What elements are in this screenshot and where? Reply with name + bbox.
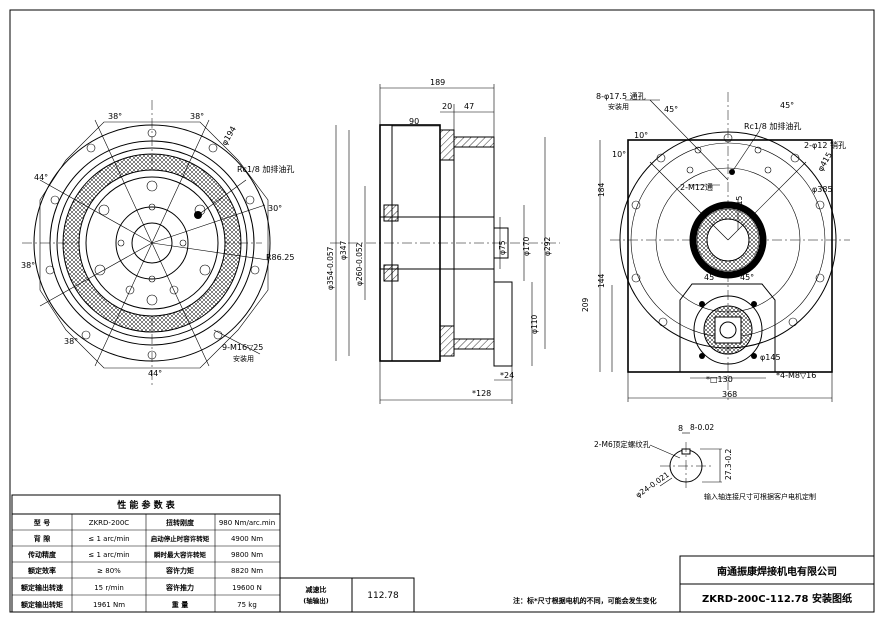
drawing-title: ZKRD-200C-112.78 安装图纸 — [702, 592, 852, 605]
table-row: 额定效率 ≥ 80% 容许力矩 8820 Nm — [27, 566, 263, 575]
side-dim-189: 189 — [430, 78, 445, 87]
table-cell: 传动精度 — [27, 550, 57, 559]
back-view — [599, 92, 850, 402]
table-cell: 启动停止时容许转矩 — [151, 534, 210, 543]
back-dim-145: φ145 — [760, 353, 781, 362]
back-dim-115: 115 — [735, 195, 744, 210]
side-dim-292: φ292 — [543, 237, 552, 256]
front-angle-4: 38° — [21, 261, 35, 270]
side-dim-110: φ110 — [530, 315, 539, 334]
table-row: 传动精度 ≤ 1 arc/min 瞬时最大容许转矩 9800 Nm — [27, 550, 263, 559]
side-dim-75: φ75 — [498, 240, 507, 255]
sheet-border — [9, 9, 875, 613]
back-dim-184: 184 — [597, 182, 606, 197]
table-cell: 9800 Nm — [231, 551, 263, 559]
params-table-grid — [11, 494, 875, 613]
front-rc-note: Rc1/8 加排油孔 — [237, 164, 294, 174]
back-dim-368: 368 — [722, 390, 737, 399]
table-cell: 容许推力 — [165, 583, 194, 592]
front-angle-7: 30° — [268, 204, 282, 213]
front-angle-3: 44° — [34, 173, 48, 182]
table-row: 额定输出转速 15 r/min 容许推力 19600 N — [20, 583, 262, 592]
side-view — [330, 84, 560, 404]
side-dim-47: 47 — [464, 102, 474, 111]
table-cell: 980 Nm/arc.min — [219, 519, 275, 527]
table-cell: 容许力矩 — [165, 566, 194, 575]
table-cell: 扭转刚度 — [166, 518, 195, 527]
params-table-title: 性 能 参 数 表 — [117, 499, 176, 511]
front-view — [22, 100, 271, 385]
shaft-screw-holes: 2-M6顶定螺纹孔 — [594, 439, 651, 449]
table-cell: ZKRD-200C — [89, 519, 130, 527]
side-dim-128: *128 — [472, 389, 491, 398]
back-holes-label: 8-φ17.5 通孔 — [596, 91, 646, 101]
shaft-dim-27: 27.3-0.2 — [724, 448, 733, 480]
table-cell: 额定输出转矩 — [20, 600, 63, 609]
table-cell: 瞬时最大容许转矩 — [154, 550, 207, 559]
table-cell: 19600 N — [232, 584, 262, 592]
table-cell: 1961 Nm — [93, 601, 125, 609]
side-dim-20: 20 — [442, 102, 452, 111]
back-dim-144: 144 — [597, 273, 606, 288]
side-dim-90: 90 — [409, 117, 419, 126]
side-dim-24: *24 — [500, 371, 514, 380]
table-cell: 8820 Nm — [231, 567, 263, 575]
front-angle-1: 38° — [108, 112, 122, 121]
shaft-key-tol: 8-0.02 — [690, 423, 714, 432]
back-angle-45-mid1: 45° — [704, 273, 718, 282]
front-holes-note: 安装用 — [233, 354, 254, 363]
shaft-key-width: 8 — [678, 424, 683, 433]
table-cell: ≤ 1 arc/min — [88, 535, 129, 543]
table-cell: 背 隙 — [34, 534, 50, 543]
table-row: 背 隙 ≤ 1 arc/min 启动停止时容许转矩 4900 Nm — [34, 534, 263, 543]
back-angle-10a: 10° — [634, 131, 648, 140]
front-holes-label: 9-M16▽25 — [222, 343, 263, 352]
back-dim-385: φ385 — [812, 185, 833, 194]
front-dim-r86: R86.25 — [266, 253, 294, 262]
table-cell: 型 号 — [34, 518, 50, 527]
back-holes-note: 安装用 — [608, 102, 629, 111]
ratio-label: 减速比 — [306, 585, 327, 594]
ratio-value: 112.78 — [367, 591, 399, 601]
front-angle-2: 38° — [190, 112, 204, 121]
side-dim-260: φ260-0.052 — [355, 242, 364, 286]
table-cell: 4900 Nm — [231, 535, 263, 543]
table-cell: ≤ 1 arc/min — [88, 551, 129, 559]
table-row: 型 号 ZKRD-200C 扭转刚度 980 Nm/arc.min — [34, 518, 275, 527]
table-cell: ≥ 80% — [97, 567, 121, 575]
params-table-body: 型 号 ZKRD-200C 扭转刚度 980 Nm/arc.min 背 隙 ≤ … — [20, 518, 275, 609]
back-angle-10b: 10° — [612, 150, 626, 159]
front-angle-6: 44° — [148, 369, 162, 378]
table-row: 额定输出转矩 1961 Nm 重 量 75 kg — [20, 600, 257, 609]
company-name: 南通振康焊接机电有限公司 — [717, 565, 837, 578]
back-dim-130: *□130 — [706, 375, 733, 384]
shaft-note: 输入轴连接尺寸可根据客户电机定制 — [704, 492, 816, 501]
back-angle-45-left: 45° — [664, 105, 678, 114]
table-cell: 额定效率 — [27, 566, 56, 575]
back-rc-note: Rc1/8 加排油孔 — [744, 121, 801, 131]
side-dim-170: φ170 — [522, 237, 531, 256]
table-cell: 75 kg — [237, 601, 257, 609]
back-angle-45-top: 45° — [780, 101, 794, 110]
front-angle-5: 38° — [64, 337, 78, 346]
footnote: 注：标*尺寸根据电机的不同，可能会发生变化 — [513, 596, 657, 605]
back-dim-209: 209 — [581, 297, 590, 312]
back-angle-45-mid2: 45° — [740, 273, 754, 282]
back-m12: 2-M12通 — [680, 182, 713, 192]
side-dim-354: φ354-0.057 — [326, 246, 335, 290]
back-pin-holes: 2-φ12 销孔 — [804, 140, 846, 150]
shaft-dim-24: φ24-0.021 — [634, 470, 671, 500]
back-m8: *4-M8▽16 — [776, 371, 816, 380]
shaft-detail — [649, 432, 722, 490]
table-cell: 15 r/min — [94, 584, 124, 592]
table-cell: 重 量 — [172, 600, 188, 609]
ratio-sub: (轴输出) — [303, 596, 328, 605]
front-dim-d194: φ194 — [220, 125, 238, 147]
table-cell: 额定输出转速 — [20, 583, 63, 592]
side-dim-347: φ347 — [339, 241, 348, 260]
